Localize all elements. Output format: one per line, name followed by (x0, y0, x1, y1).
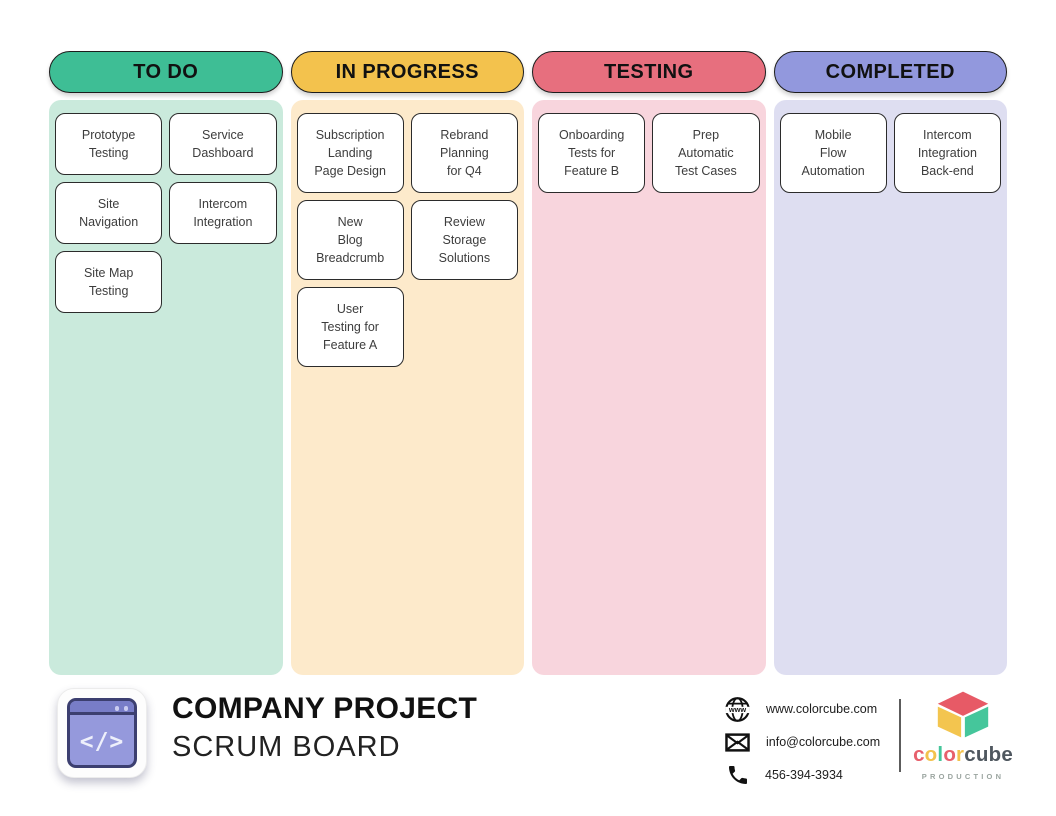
titlebar-dot (123, 706, 128, 711)
brand-letter: o (924, 743, 938, 766)
brand-block: colorcube PRODUCTION (903, 686, 1023, 781)
website-row[interactable]: www www.colorcube.com (724, 696, 880, 722)
www-globe-icon: www (725, 696, 750, 722)
task-card[interactable]: Intercom Integration (169, 182, 277, 244)
color-cube-icon (937, 691, 989, 738)
titlebar-dot (114, 706, 119, 711)
brand-letter: u (975, 743, 989, 766)
footer-divider (899, 699, 901, 772)
brand-letter: b (988, 743, 1002, 766)
title-block: COMPANY PROJECT SCRUM BOARD (172, 692, 477, 764)
company-logo: </> (57, 688, 147, 778)
task-card[interactable]: Mobile Flow Automation (779, 113, 887, 193)
code-glyph: </> (79, 728, 125, 755)
task-card[interactable]: Review Storage Solutions (410, 200, 518, 280)
task-card[interactable]: Prototype Testing (55, 113, 163, 175)
email-row[interactable]: info@colorcube.com (724, 729, 880, 755)
brand-letter: c (964, 743, 976, 766)
code-browser-window-icon: </> (67, 698, 137, 768)
column-header-in-progress: IN PROGRESS (290, 51, 524, 93)
footer: </> COMPANY PROJECT SCRUM BOARD www www.… (0, 686, 1056, 786)
task-card[interactable]: Onboarding Tests for Feature B (538, 113, 646, 193)
brand-letter: o (943, 743, 957, 766)
website-text[interactable]: www.colorcube.com (766, 702, 878, 716)
task-card[interactable]: Site Navigation (55, 182, 163, 244)
browser-titlebar (70, 701, 134, 715)
brand-tagline: PRODUCTION (921, 772, 1005, 781)
contact-block: www www.colorcube.com info@colorcube.com… (724, 696, 880, 795)
task-card[interactable]: User Testing for Feature A (296, 287, 404, 367)
svg-text:www: www (728, 705, 747, 714)
brand-letter: e (1001, 743, 1013, 766)
task-card[interactable]: Prep Automatic Test Cases (652, 113, 760, 193)
column-header-testing: TESTING (532, 51, 766, 93)
phone-icon (729, 766, 747, 784)
page-title: COMPANY PROJECT (172, 692, 478, 725)
task-card[interactable]: New Blog Breadcrumb (296, 200, 404, 280)
brand-wordmark: colorcube (903, 743, 1023, 767)
brand-letter: r (956, 743, 965, 766)
task-card[interactable]: Intercom Integration Back-end (893, 113, 1001, 193)
email-text[interactable]: info@colorcube.com (766, 735, 881, 749)
brand-letter: l (937, 743, 944, 766)
page-subtitle: SCRUM BOARD (172, 731, 401, 763)
brand-letter: c (913, 743, 925, 766)
column-header-to-do: TO DO (49, 51, 283, 93)
column-header-completed: COMPLETED (773, 51, 1007, 93)
task-card[interactable]: Service Dashboard (169, 113, 277, 175)
phone-text[interactable]: 456-394-3934 (765, 768, 843, 782)
column-in-progress: IN PROGRESS Subscription Landing Page Des… (290, 51, 524, 675)
task-card[interactable]: Site Map Testing (55, 251, 163, 313)
phone-row[interactable]: 456-394-3934 (724, 762, 880, 788)
task-card[interactable]: Rebrand Planning for Q4 (410, 113, 518, 193)
envelope-icon (725, 732, 750, 752)
task-card[interactable]: Subscription Landing Page Design (296, 113, 404, 193)
